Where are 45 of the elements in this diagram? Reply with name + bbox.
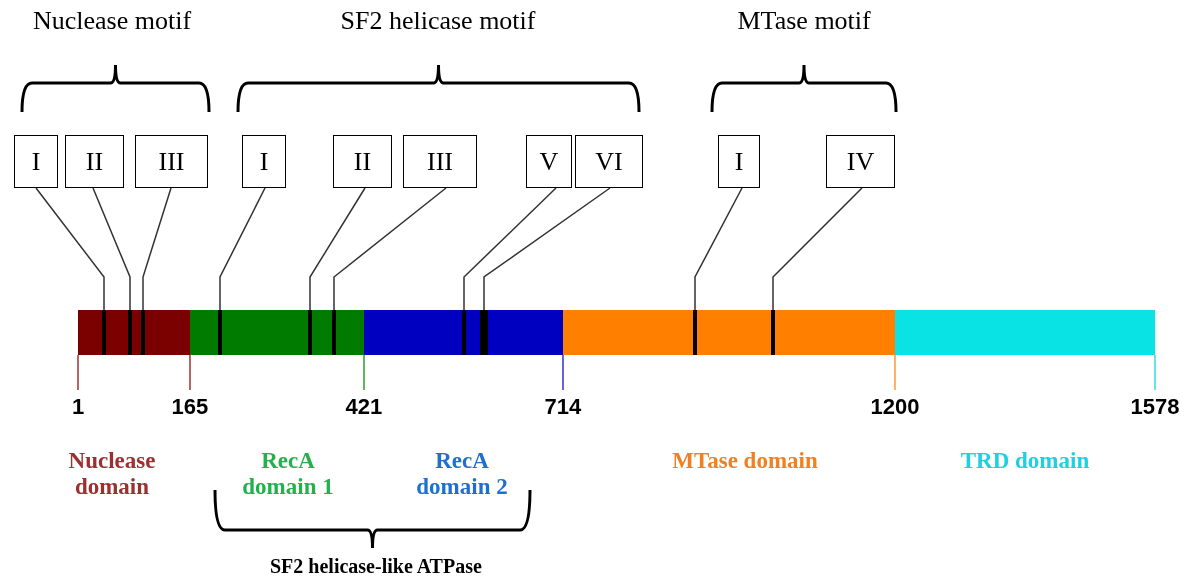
motif-box: II <box>65 135 124 188</box>
motif-box: I <box>14 135 58 188</box>
leader-line <box>463 187 557 311</box>
bracket-title: MTase motif <box>737 6 871 36</box>
motif-marker <box>102 310 106 355</box>
position-number: 1578 <box>1130 394 1180 420</box>
motif-box: II <box>333 135 392 188</box>
leader-line <box>35 187 105 311</box>
motif-box: V <box>526 135 572 188</box>
motif-marker <box>308 310 312 355</box>
domain-label: MTase domain <box>671 448 819 474</box>
leader-line <box>333 187 447 311</box>
motif-marker <box>693 310 697 355</box>
leader-line <box>142 187 172 311</box>
leader-line <box>483 187 611 311</box>
domain-label: TRD domain <box>959 448 1091 474</box>
motif-marker <box>218 310 222 355</box>
leader-line <box>772 187 863 311</box>
leader-line <box>694 187 743 311</box>
position-number: 1 <box>72 394 85 420</box>
domain-label: RecA domain 2 <box>415 448 509 500</box>
bracket-title: Nuclease motif <box>33 6 192 36</box>
motif-marker <box>128 310 132 355</box>
domain-label: RecA domain 1 <box>241 448 335 500</box>
motif-marker <box>462 310 466 355</box>
motif-box: III <box>403 135 477 188</box>
motif-box: IV <box>826 135 895 188</box>
leader-line <box>309 187 366 311</box>
group-label: SF2 helicase-like ATPase <box>270 555 482 578</box>
position-number: 714 <box>544 394 582 420</box>
leader-line <box>219 187 266 311</box>
motif-box: I <box>242 135 286 188</box>
motif-marker <box>480 310 488 355</box>
leader-line <box>92 187 131 311</box>
position-number: 421 <box>345 394 383 420</box>
motif-marker <box>332 310 336 355</box>
motif-box: III <box>135 135 208 188</box>
motif-box: I <box>718 135 760 188</box>
motif-marker <box>771 310 775 355</box>
domain-label: Nuclease domain <box>67 448 157 500</box>
bracket-title: SF2 helicase motif <box>340 6 536 36</box>
motif-box: VI <box>575 135 643 188</box>
motif-marker <box>141 310 145 355</box>
position-number: 1200 <box>870 394 920 420</box>
position-number: 165 <box>171 394 209 420</box>
